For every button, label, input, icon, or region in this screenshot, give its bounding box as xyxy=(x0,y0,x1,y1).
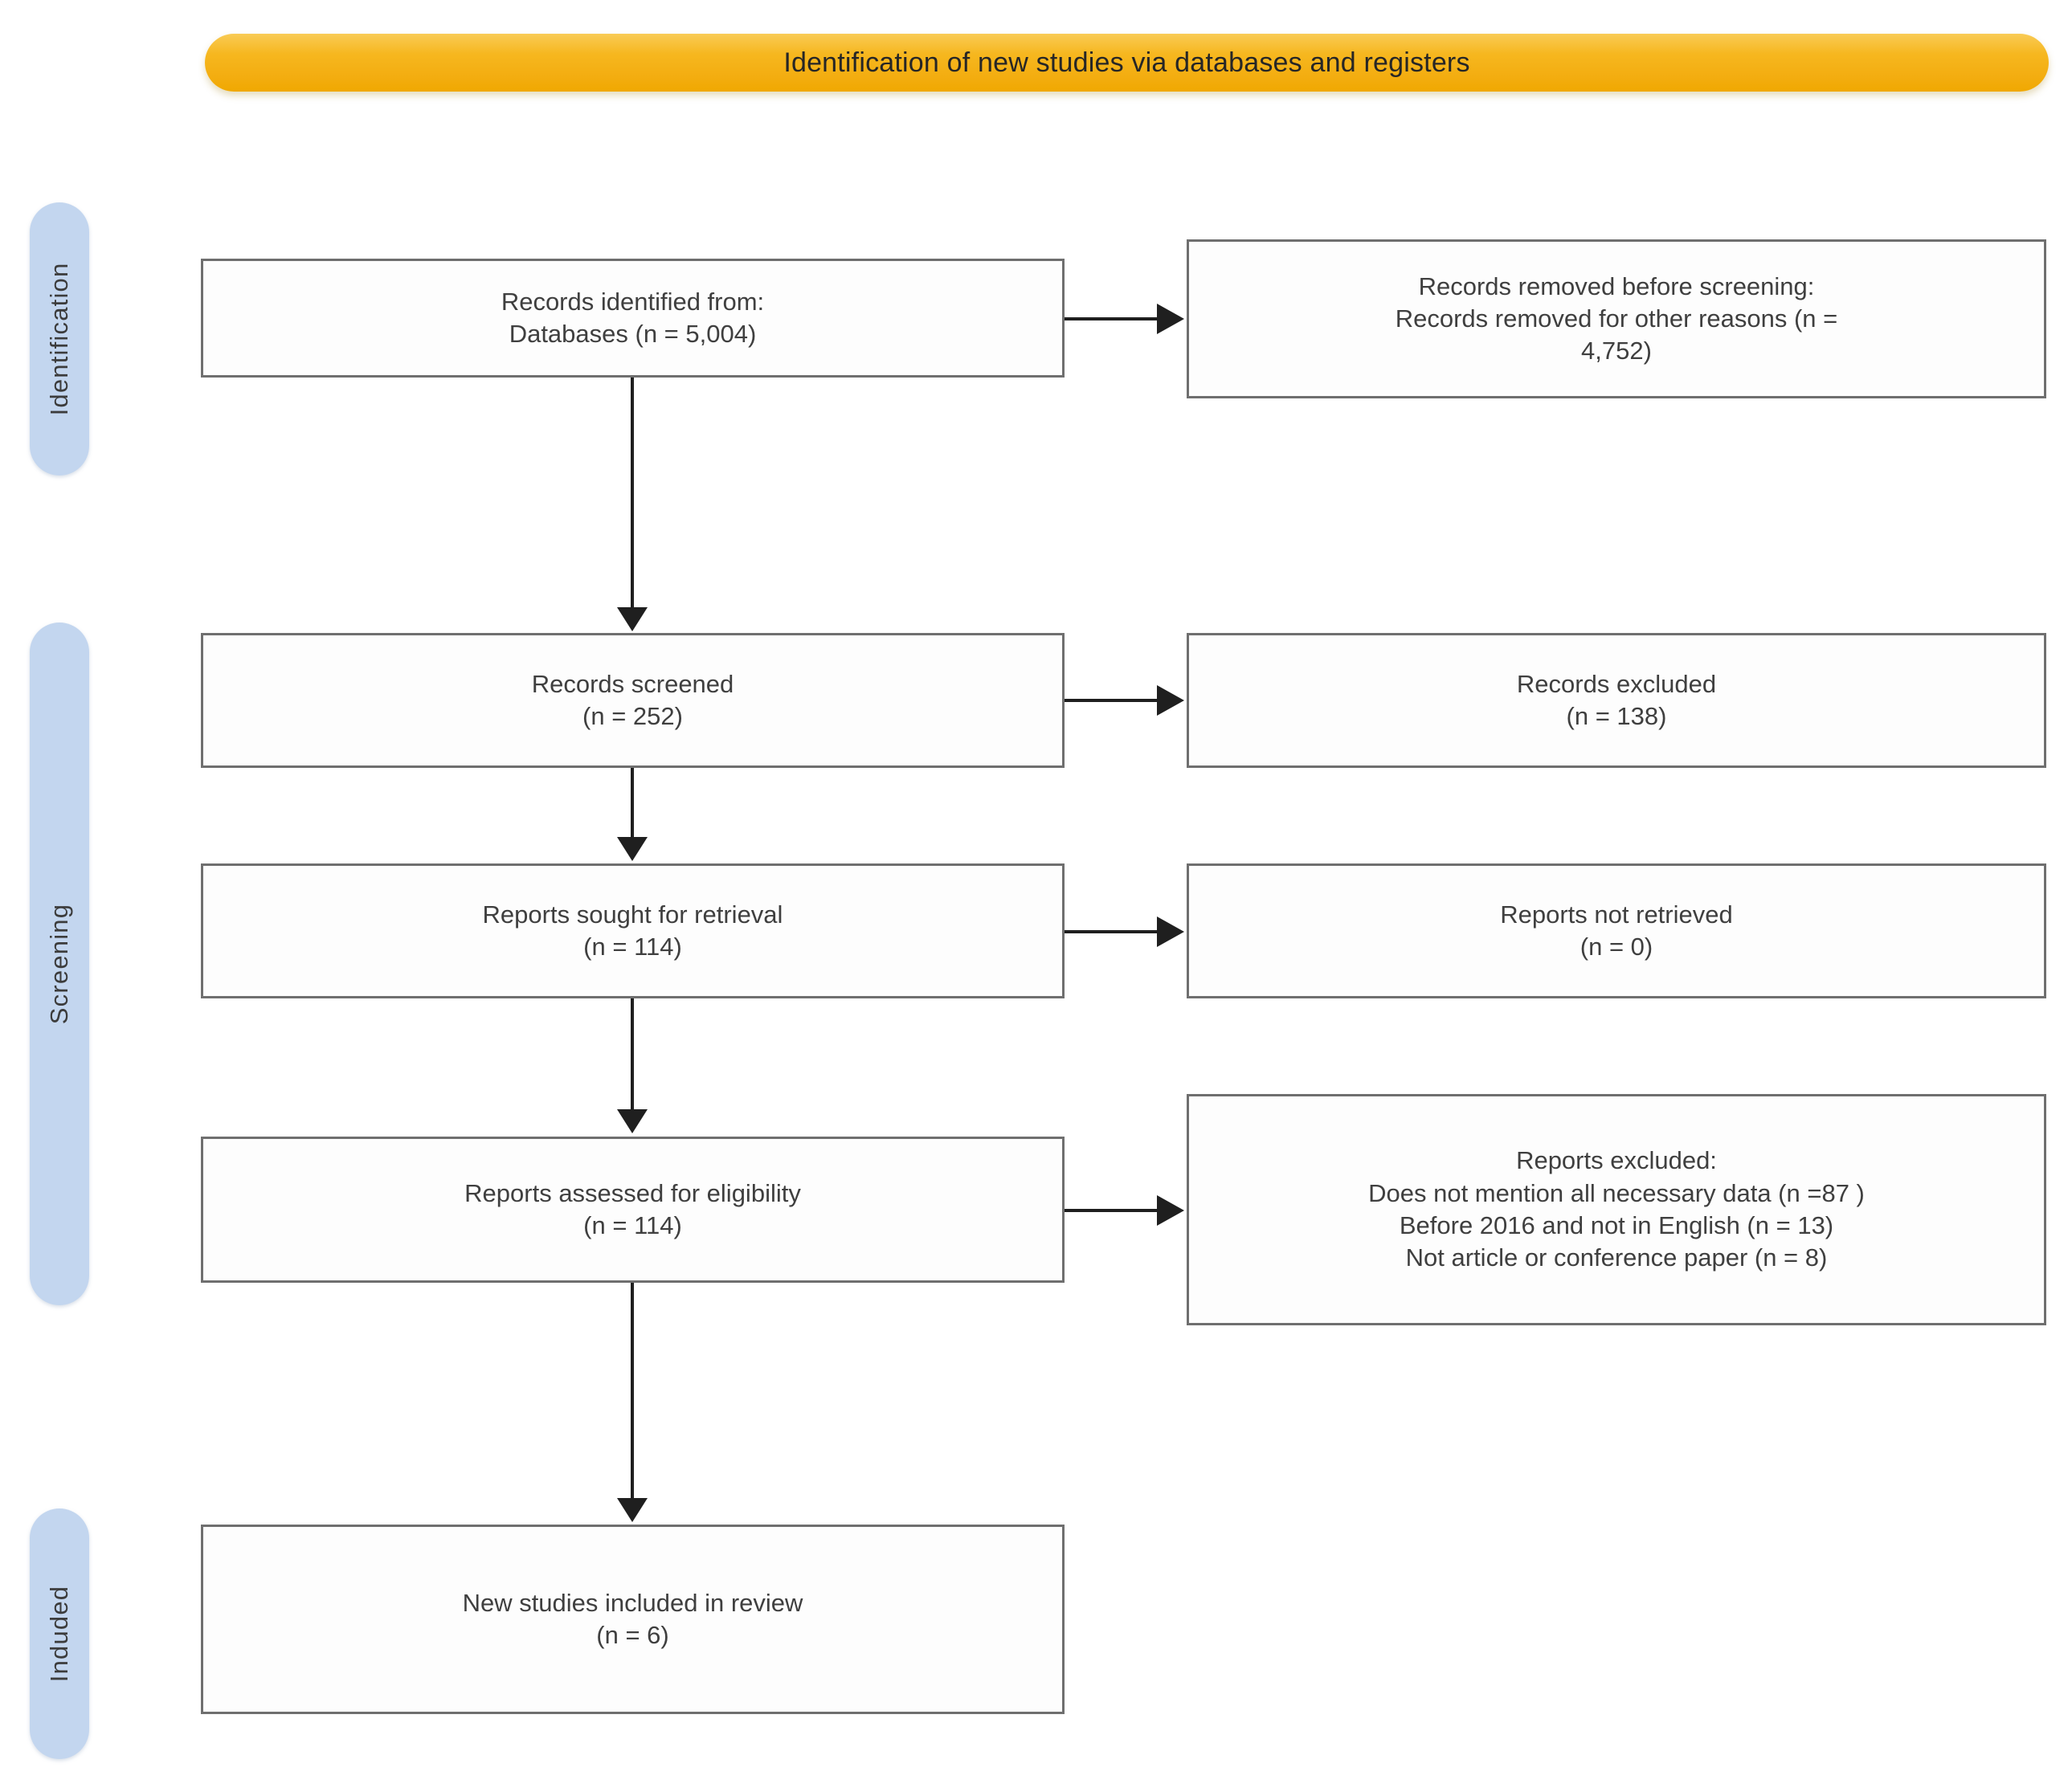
node-line: Reports excluded: xyxy=(1516,1146,1717,1175)
node-line: Reports not retrieved xyxy=(1500,900,1733,929)
node-reports-not-retrieved: Reports not retrieved (n = 0) xyxy=(1187,863,2046,998)
stage-label-screening: Screening xyxy=(45,903,73,1025)
node-line: Before 2016 and not in English (n = 13) xyxy=(1399,1211,1834,1239)
arrowhead-down-icon xyxy=(617,607,648,631)
arrowhead-right-icon xyxy=(1157,916,1184,947)
node-line: (n = 138) xyxy=(1566,702,1667,730)
arrowhead-down-icon xyxy=(617,1498,648,1522)
node-records-excluded: Records excluded (n = 138) xyxy=(1187,633,2046,768)
node-reports-excluded: Reports excluded: Does not mention all n… xyxy=(1187,1094,2046,1325)
node-line: Not article or conference paper (n = 8) xyxy=(1405,1243,1828,1272)
arrowhead-down-icon xyxy=(617,837,648,861)
connector-assessed-to-included xyxy=(631,1283,634,1500)
node-line: (n = 252) xyxy=(582,702,683,730)
stage-label-included: Induded xyxy=(45,1585,73,1683)
node-line: (n = 0) xyxy=(1580,933,1653,961)
connector-sought-to-not-retrieved xyxy=(1065,930,1159,933)
stage-pill-included: Induded xyxy=(30,1508,89,1759)
diagram-title: Identification of new studies via databa… xyxy=(783,47,1470,78)
arrowhead-right-icon xyxy=(1157,304,1184,334)
node-line: Records excluded xyxy=(1516,669,1717,698)
node-line: Records screened xyxy=(531,669,734,698)
connector-sought-to-assessed xyxy=(631,998,634,1111)
node-line: Reports assessed for eligibility xyxy=(464,1178,801,1207)
node-reports-sought: Reports sought for retrieval (n = 114) xyxy=(201,863,1065,998)
node-line: Reports sought for retrieval xyxy=(482,900,783,929)
stage-pill-screening: Screening xyxy=(30,623,89,1305)
connector-assessed-to-reports-excluded xyxy=(1065,1209,1159,1212)
connector-identified-to-removed xyxy=(1065,317,1159,320)
node-line: Records removed for other reasons (n = xyxy=(1395,304,1838,333)
arrowhead-right-icon xyxy=(1157,685,1184,716)
arrowhead-right-icon xyxy=(1157,1195,1184,1226)
connector-screened-to-sought xyxy=(631,768,634,839)
node-line: Records identified from: xyxy=(501,287,765,316)
node-new-studies-included: New studies included in review (n = 6) xyxy=(201,1525,1065,1714)
node-records-removed: Records removed before screening: Record… xyxy=(1187,239,2046,398)
node-line: Records removed before screening: xyxy=(1418,271,1815,300)
node-records-screened: Records screened (n = 252) xyxy=(201,633,1065,768)
connector-screened-to-excluded xyxy=(1065,699,1159,702)
node-line: 4,752) xyxy=(1581,337,1652,365)
node-line: (n = 6) xyxy=(596,1621,669,1649)
node-records-identified: Records identified from: Databases (n = … xyxy=(201,259,1065,378)
node-line: New studies included in review xyxy=(462,1588,803,1617)
stage-label-identification: Identification xyxy=(45,262,73,416)
node-line: Does not mention all necessary data (n =… xyxy=(1368,1178,1865,1207)
diagram-header-banner: Identification of new studies via databa… xyxy=(205,34,2049,92)
node-line: (n = 114) xyxy=(583,933,682,961)
arrowhead-down-icon xyxy=(617,1109,648,1133)
node-line: Databases (n = 5,004) xyxy=(509,320,757,348)
node-line: (n = 114) xyxy=(583,1211,682,1239)
connector-identified-to-screened xyxy=(631,378,634,609)
node-reports-assessed: Reports assessed for eligibility (n = 11… xyxy=(201,1137,1065,1283)
stage-pill-identification: Identification xyxy=(30,202,89,476)
